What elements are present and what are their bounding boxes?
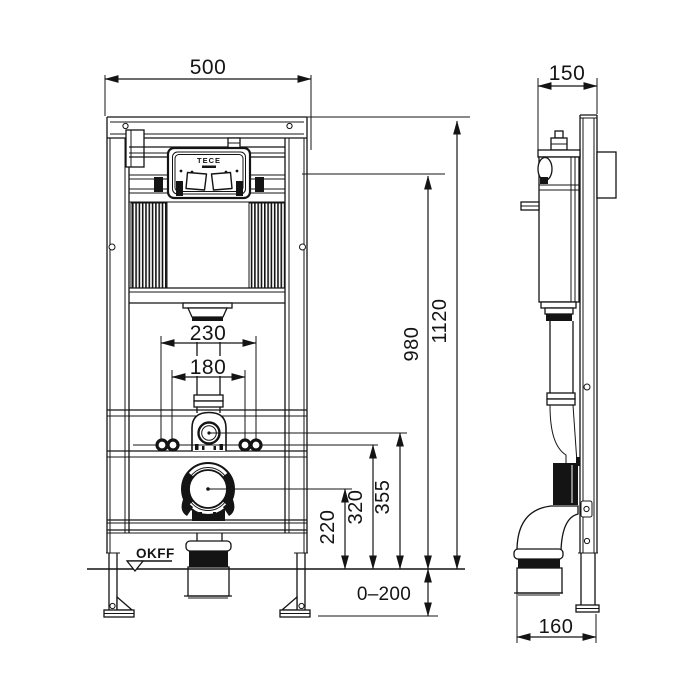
wall-bracket [596, 151, 617, 199]
flush-plate: TECE [129, 137, 285, 200]
dim-label-drain-center-height: 220 [317, 510, 339, 545]
side-cistern [520, 130, 581, 321]
screw-icon [299, 243, 306, 251]
dim-label-frame-height: 1120 [429, 298, 451, 343]
dim-label-fixing-bolt-height: 320 [345, 490, 367, 525]
floor-level: OKFF [87, 546, 465, 573]
dim-label-flush-pipe-clearance: 230 [190, 322, 227, 345]
left-bracket [125, 129, 145, 168]
dim-label-actuation-height: 980 [401, 327, 423, 362]
dim-drain-center-height: 220 [317, 488, 349, 570]
flush-elbow [191, 411, 407, 451]
flush-button [185, 171, 208, 191]
side-drain-bend [513, 505, 579, 596]
brand-logo: TECE [197, 156, 221, 165]
front-view: TECE [87, 116, 465, 618]
screw-icon [122, 122, 129, 130]
dim-frame-height: 1120 [307, 116, 470, 570]
dim-label-drain-outlet-offset: 160 [539, 616, 574, 638]
dim-flush-bend-height: 355 [372, 432, 404, 570]
dim-fixing-bolt-height: 320 [345, 444, 377, 570]
level-triangle-icon [125, 560, 145, 573]
side-rail [575, 114, 617, 613]
cistern-ribs [130, 202, 168, 289]
dim-frame-depth: 150 [537, 62, 598, 150]
screw-icon [108, 243, 116, 251]
fixing-bolts [133, 438, 378, 452]
dim-label-frame-depth: 150 [549, 62, 586, 85]
drain-connector [181, 462, 352, 521]
dim-actuation-height: 980 [302, 173, 445, 570]
drain-socket [184, 533, 232, 599]
dim-label-fixing-bolt-spacing: 180 [190, 356, 227, 379]
adjustable-feet [103, 552, 311, 618]
side-flush-pipe [546, 321, 578, 505]
dim-label-foot-adjustment: 0–200 [357, 584, 411, 605]
mounting-frame [106, 116, 308, 553]
dim-flush-pipe-clearance: 230 [160, 321, 257, 441]
dim-label-frame-width: 500 [190, 56, 227, 79]
dim-fixing-bolt-spacing: 180 [171, 356, 246, 441]
side-view [513, 114, 617, 613]
flush-button [210, 171, 233, 191]
dim-frame-width: 500 [104, 56, 312, 150]
dim-drain-outlet-offset: 160 [516, 590, 597, 643]
dim-foot-adjustment: 0–200 [318, 568, 438, 617]
dimensions: 500 150 230 180 220 [104, 56, 598, 643]
cistern-ribs [248, 202, 286, 289]
dim-label-flush-bend-height: 355 [372, 480, 394, 515]
floor-level-label: OKFF [136, 546, 175, 561]
screw-icon [286, 122, 293, 130]
